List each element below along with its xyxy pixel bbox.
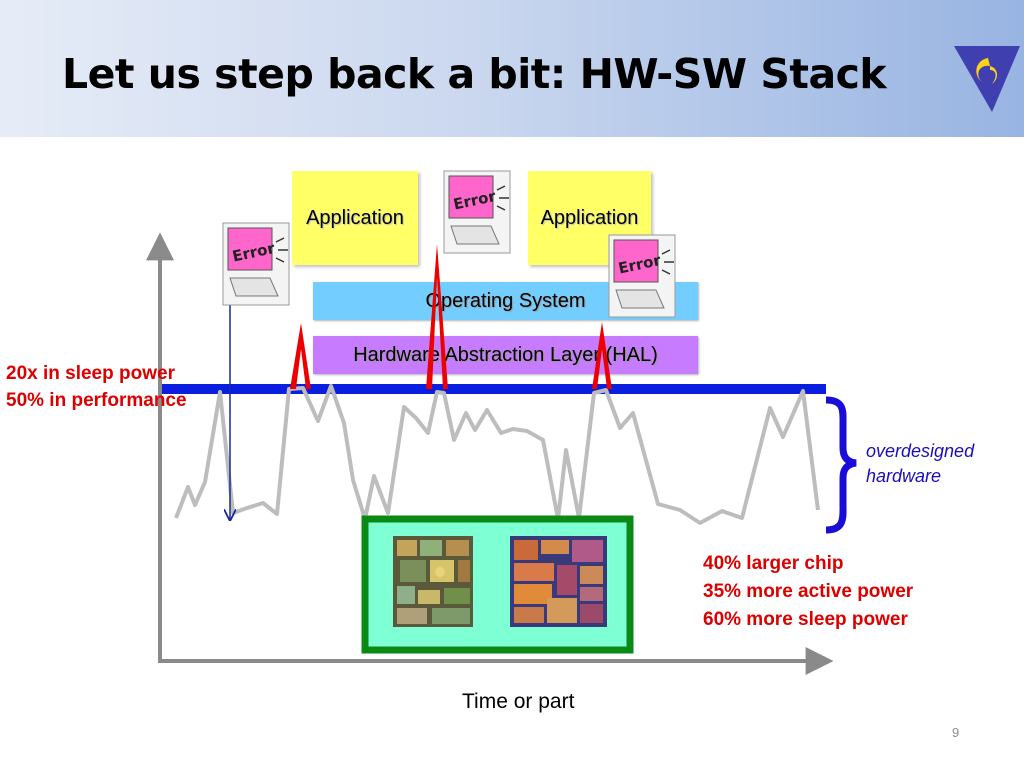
page-title: Let us step back a bit: HW-SW Stack xyxy=(62,50,887,98)
hardware-line: hardware xyxy=(866,466,942,486)
sleep-power-line: 20x in sleep power xyxy=(6,363,175,384)
overdesigned-annotation: overdesigned hardware xyxy=(866,439,974,489)
sleep-power-annotation: 20x in sleep power 50% in performance xyxy=(6,360,187,414)
x-axis-label: Time or part xyxy=(462,690,575,713)
application-label: Application xyxy=(306,207,404,229)
active-power-line: 35% more active power xyxy=(703,581,914,602)
larger-chip-line: 40% larger chip xyxy=(703,553,844,574)
error-spike-3 xyxy=(592,322,612,389)
error-spike-1 xyxy=(290,323,311,389)
page-number: 9 xyxy=(952,725,960,740)
hal-layer: Hardware Abstraction Layer (HAL) xyxy=(313,336,698,374)
usage-trace xyxy=(174,384,820,525)
application-label: Application xyxy=(540,207,639,229)
error-spike-2 xyxy=(426,244,448,389)
title-bar: Let us step back a bit: HW-SW Stack xyxy=(0,0,1024,137)
overdesigned-line: overdesigned xyxy=(866,441,975,461)
chip-die-2 xyxy=(510,536,607,627)
error-window-icon: Error xyxy=(608,234,678,325)
error-window-icon: Error xyxy=(222,222,292,313)
performance-line: 50% in performance xyxy=(6,390,187,411)
sleep-power-line: 60% more sleep power xyxy=(703,609,908,630)
overdesign-brace xyxy=(825,396,857,534)
operating-system-label: Operating System xyxy=(425,290,586,312)
application-box-left: Application xyxy=(292,171,418,265)
chip-cost-annotation: 40% larger chip 35% more active power 60… xyxy=(703,550,913,634)
chip-die-1 xyxy=(393,536,473,627)
error-window-icon: Error xyxy=(443,170,513,261)
v-logo-icon xyxy=(954,46,1020,112)
